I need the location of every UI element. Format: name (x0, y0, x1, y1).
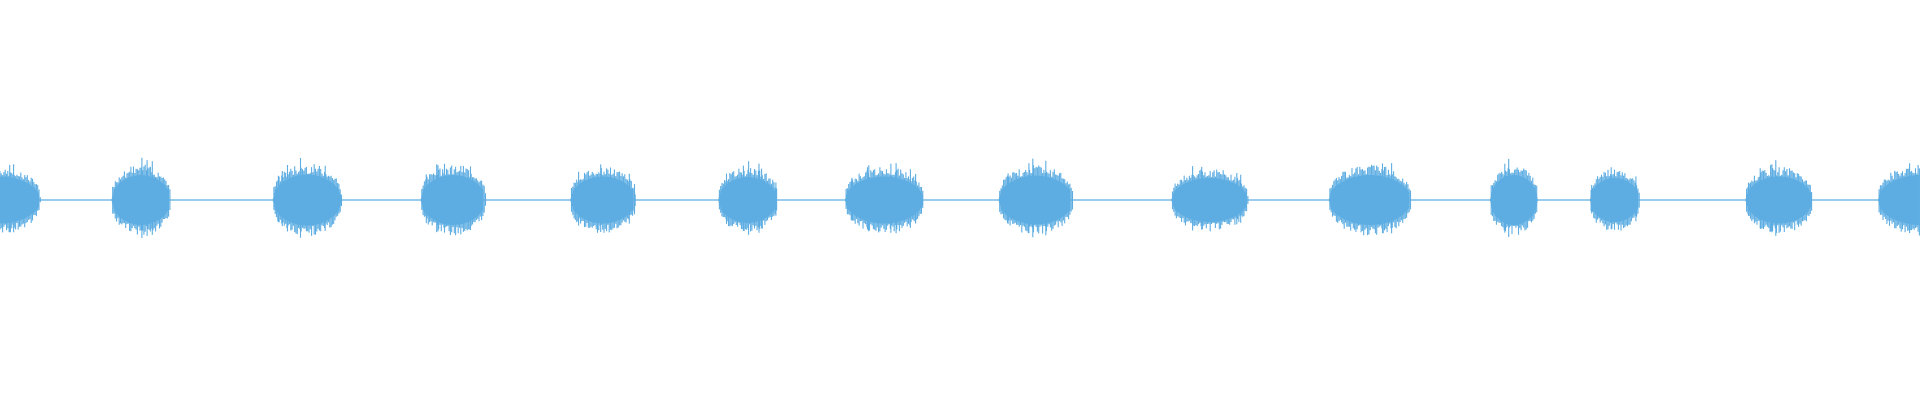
waveform-burst-core (111, 175, 169, 225)
waveform-burst-core (998, 175, 1071, 225)
waveform-burst-core (1589, 178, 1638, 222)
waveform-burst (1589, 167, 1640, 231)
waveform-burst (1171, 166, 1249, 232)
waveform-burst (844, 163, 924, 234)
waveform-burst (718, 161, 778, 235)
waveform-burst-core (0, 176, 39, 224)
waveform-burst (111, 157, 171, 238)
waveform-burst (0, 164, 41, 233)
waveform-burst-core (272, 174, 342, 226)
waveform-burst (998, 158, 1074, 238)
waveform-burst (272, 158, 343, 238)
waveform-burst-core (420, 175, 484, 225)
waveform-burst (1328, 163, 1412, 236)
waveform-burst (1877, 163, 1920, 236)
waveform-burst-core (718, 177, 776, 223)
waveform-burst-core (1328, 175, 1410, 225)
waveform-burst-core (1745, 176, 1812, 224)
waveform-burst-core (844, 176, 923, 224)
waveform-burst (1745, 160, 1813, 236)
waveform-burst (420, 163, 487, 236)
waveform-burst (1489, 158, 1538, 237)
waveform-burst-core (1877, 175, 1920, 225)
waveform-bursts (0, 157, 1920, 238)
waveform-burst-core (1489, 175, 1538, 225)
waveform-burst-core (570, 176, 634, 224)
waveform-burst (570, 164, 636, 233)
waveform-burst-core (1171, 178, 1247, 222)
